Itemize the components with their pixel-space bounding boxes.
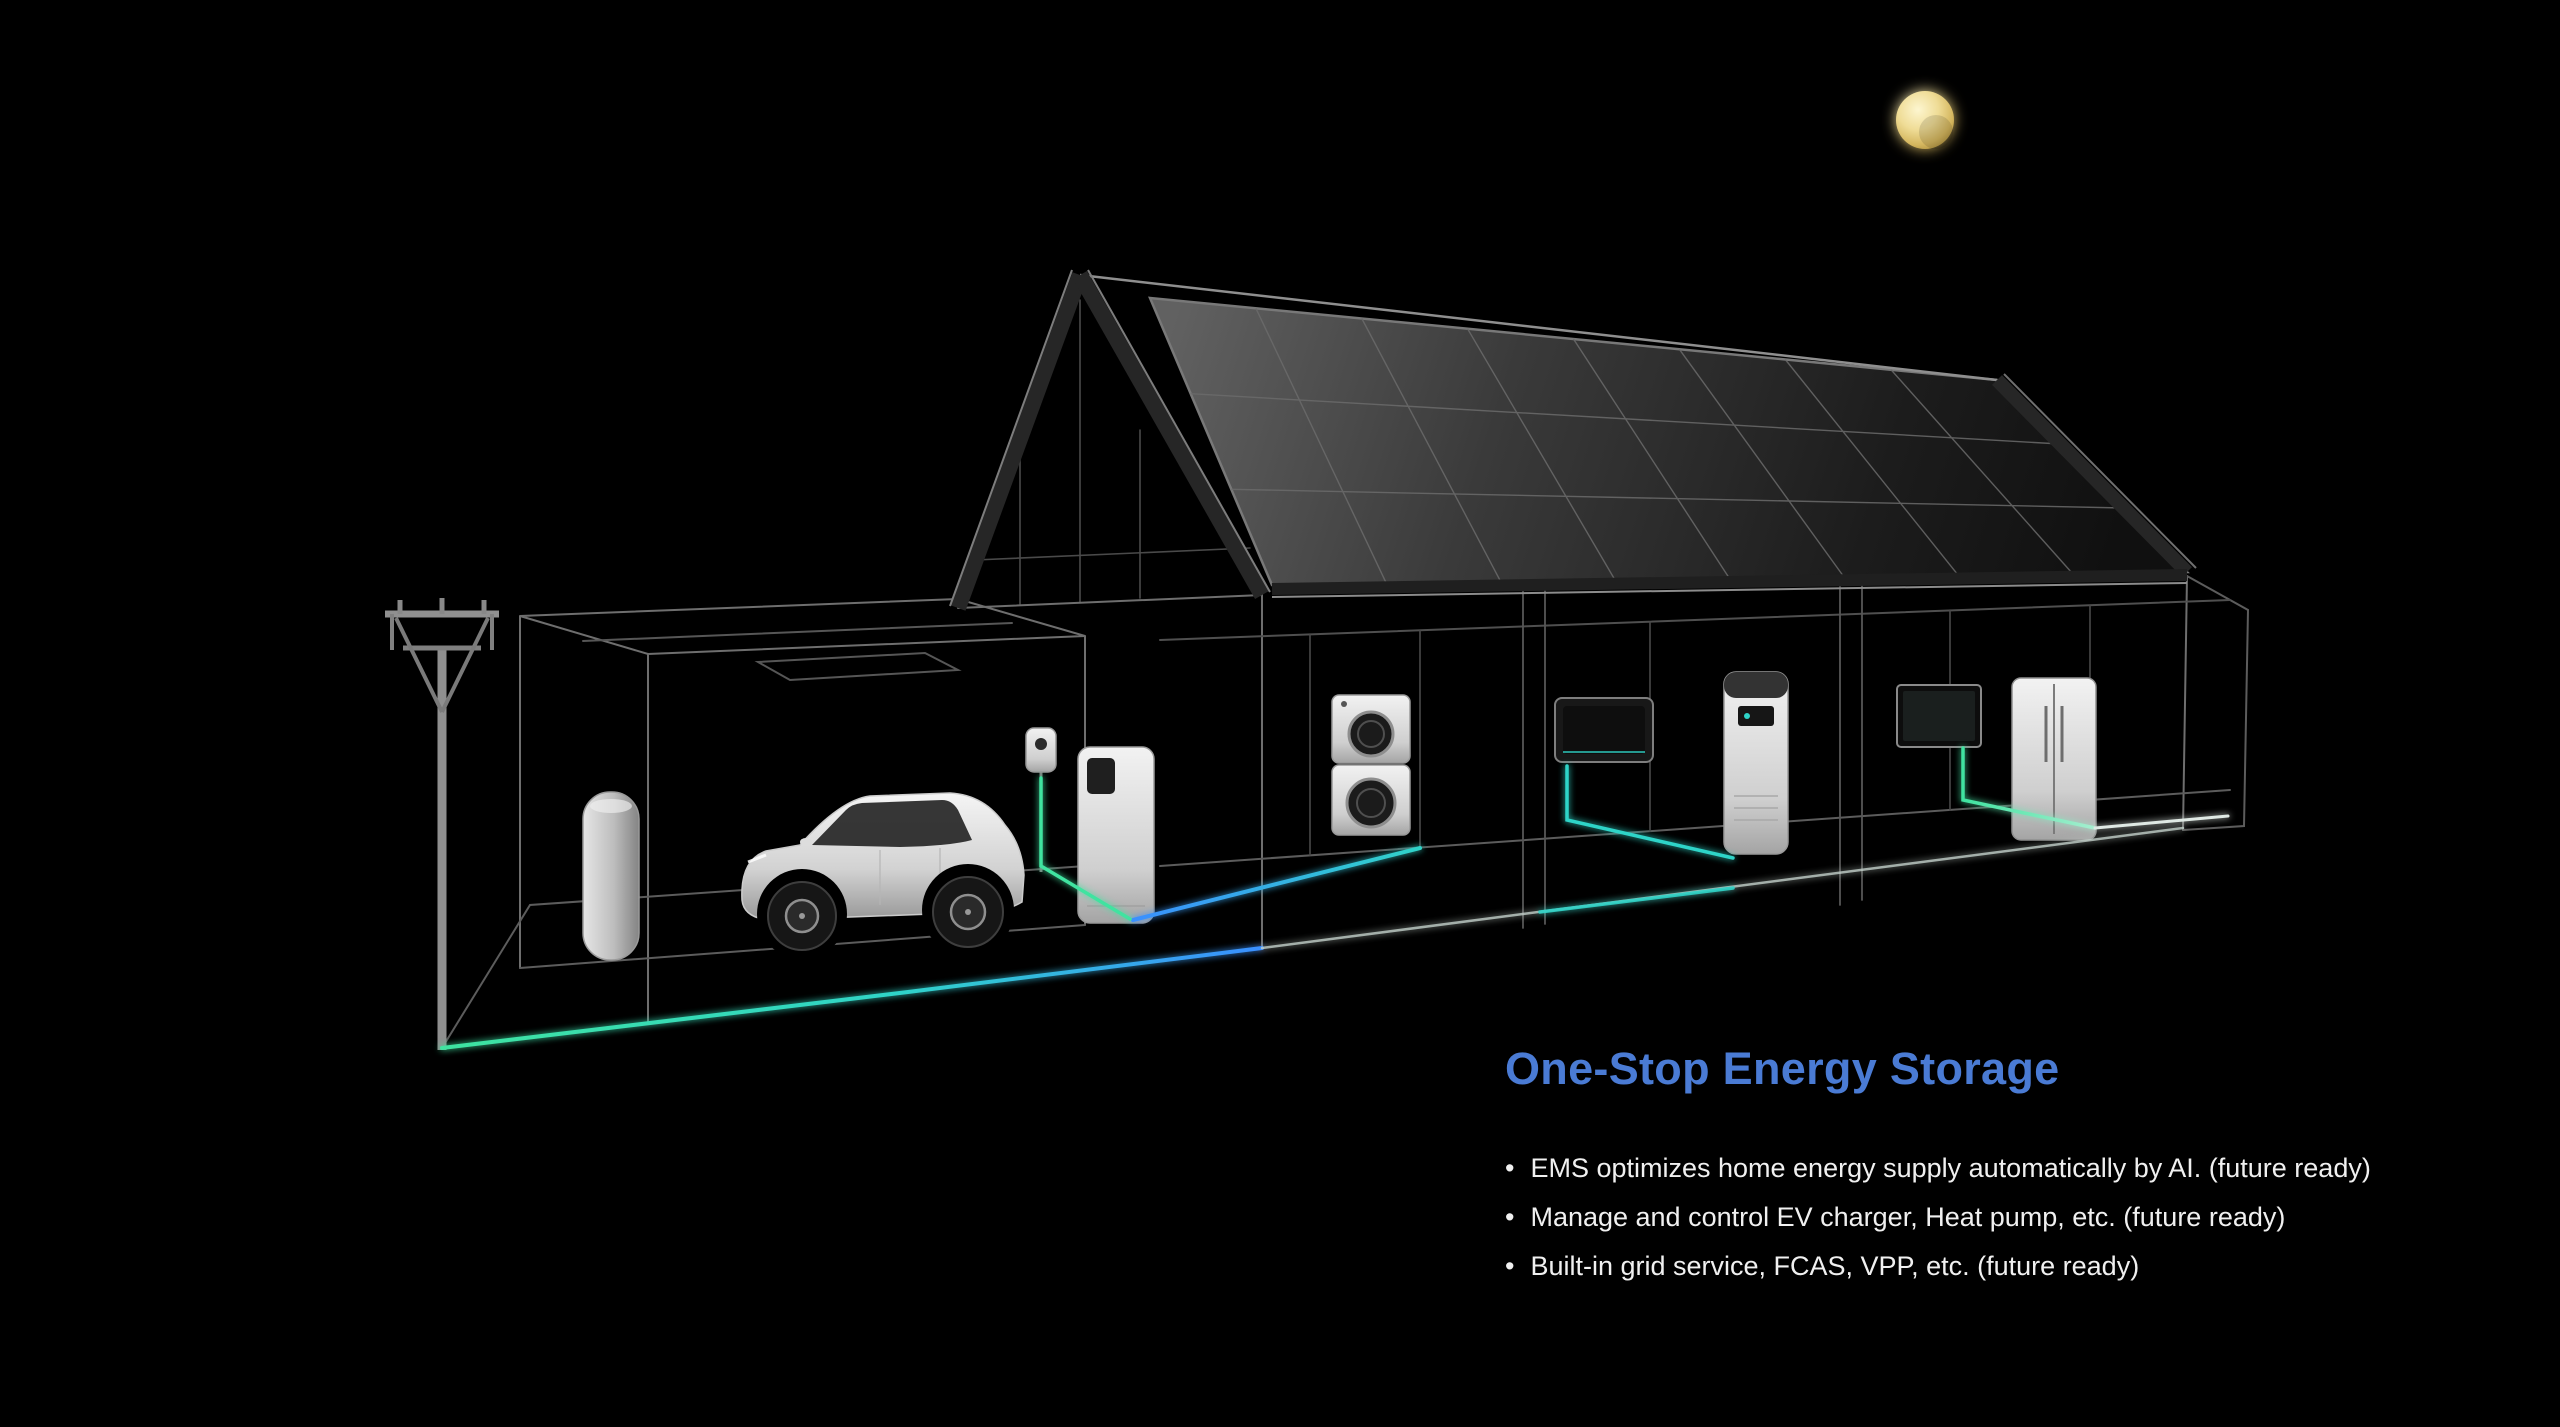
- section-title: One-Stop Energy Storage: [1505, 1043, 2060, 1094]
- feature-item: • Manage and control EV charger, Heat pu…: [1505, 1193, 2525, 1242]
- feature-item: • EMS optimizes home energy supply autom…: [1505, 1144, 2525, 1193]
- feature-text-block: One-Stop Energy Storage • EMS optimizes …: [1505, 1044, 2525, 1291]
- feature-text: EMS optimizes home energy supply automat…: [1530, 1152, 2371, 1183]
- feature-text: Built-in grid service, FCAS, VPP, etc. (…: [1530, 1250, 2140, 1281]
- refrigerator: [2011, 677, 2097, 841]
- solar-panel-grid: [1190, 307, 2124, 584]
- feature-list: • EMS optimizes home energy supply autom…: [1505, 1144, 2525, 1291]
- energy-flow-lines: [440, 746, 2230, 1050]
- tv: [1896, 684, 1982, 748]
- home-battery: [1077, 746, 1155, 924]
- utility-pole: [385, 598, 499, 1050]
- water-tank: [582, 791, 640, 961]
- solar-roof: [949, 269, 2197, 611]
- heat-pump: [1723, 671, 1789, 855]
- bullet-icon: •: [1505, 1152, 1515, 1183]
- bullet-icon: •: [1505, 1201, 1515, 1232]
- moon-icon: [1896, 91, 1954, 149]
- ev-car: [741, 792, 1025, 959]
- bullet-icon: •: [1505, 1250, 1515, 1281]
- feature-item: • Built-in grid service, FCAS, VPP, etc.…: [1505, 1242, 2525, 1291]
- feature-text: Manage and control EV charger, Heat pump…: [1530, 1201, 2286, 1232]
- washer-dryer-stack: [1331, 694, 1411, 836]
- wall-battery: [1554, 697, 1654, 763]
